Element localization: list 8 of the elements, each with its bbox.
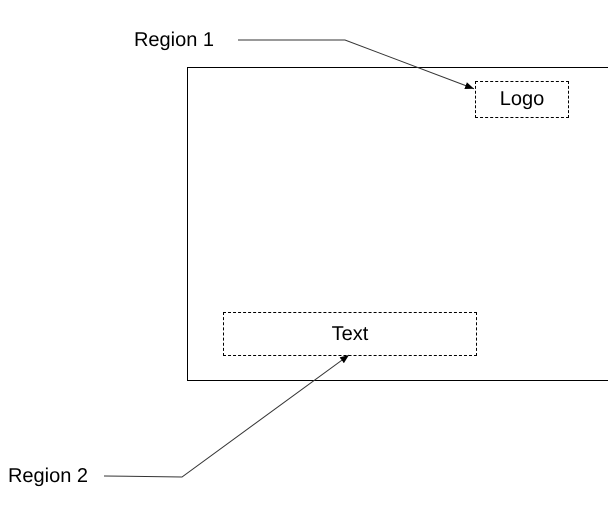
region-label: Logo (500, 88, 544, 111)
leader-arrow (238, 40, 474, 90)
leader-arrow (104, 354, 350, 478)
dashed-region-box (223, 312, 477, 356)
callout-label: Region 1 (118, 26, 230, 54)
region-label: Text (332, 322, 368, 346)
dashed-region-box (475, 81, 569, 118)
callout-label: Region 2 (0, 462, 96, 490)
